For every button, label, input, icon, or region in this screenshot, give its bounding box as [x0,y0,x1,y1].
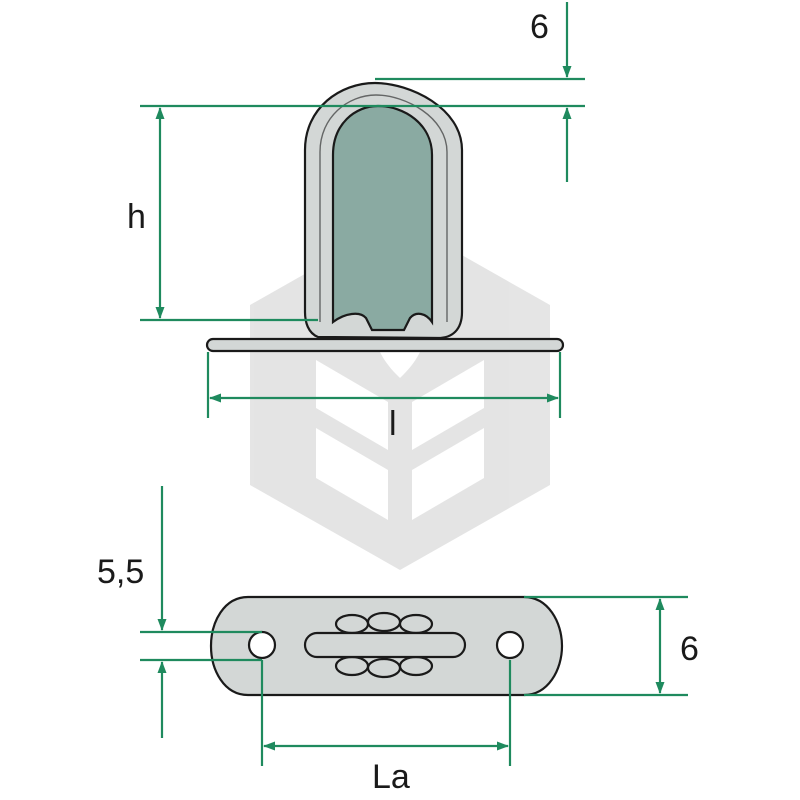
left-hole [247,630,277,660]
dimension-hole-diameter: 5,5 [97,486,262,738]
crimp-bumps [334,611,434,679]
label-hole-spacing: La [372,758,410,796]
dimension-hole-spacing: La [260,660,512,796]
dimension-top-thickness: 6 [140,2,585,182]
dimension-height: h [127,107,318,322]
dimension-length: l [206,352,562,443]
right-hole [495,630,525,660]
label-length: l [389,405,397,443]
top-view [209,595,564,697]
label-hole-diameter: 5,5 [97,553,144,591]
inner-shell-line [319,94,448,322]
label-plate-width: 6 [680,630,699,668]
dimension-plate-width: 6 [524,595,699,697]
base-plate [205,337,565,353]
side-view [205,81,565,353]
loop-cavity [331,104,434,332]
label-top-thickness: 6 [530,8,549,46]
center-slot [303,631,467,659]
label-height: h [127,198,146,236]
